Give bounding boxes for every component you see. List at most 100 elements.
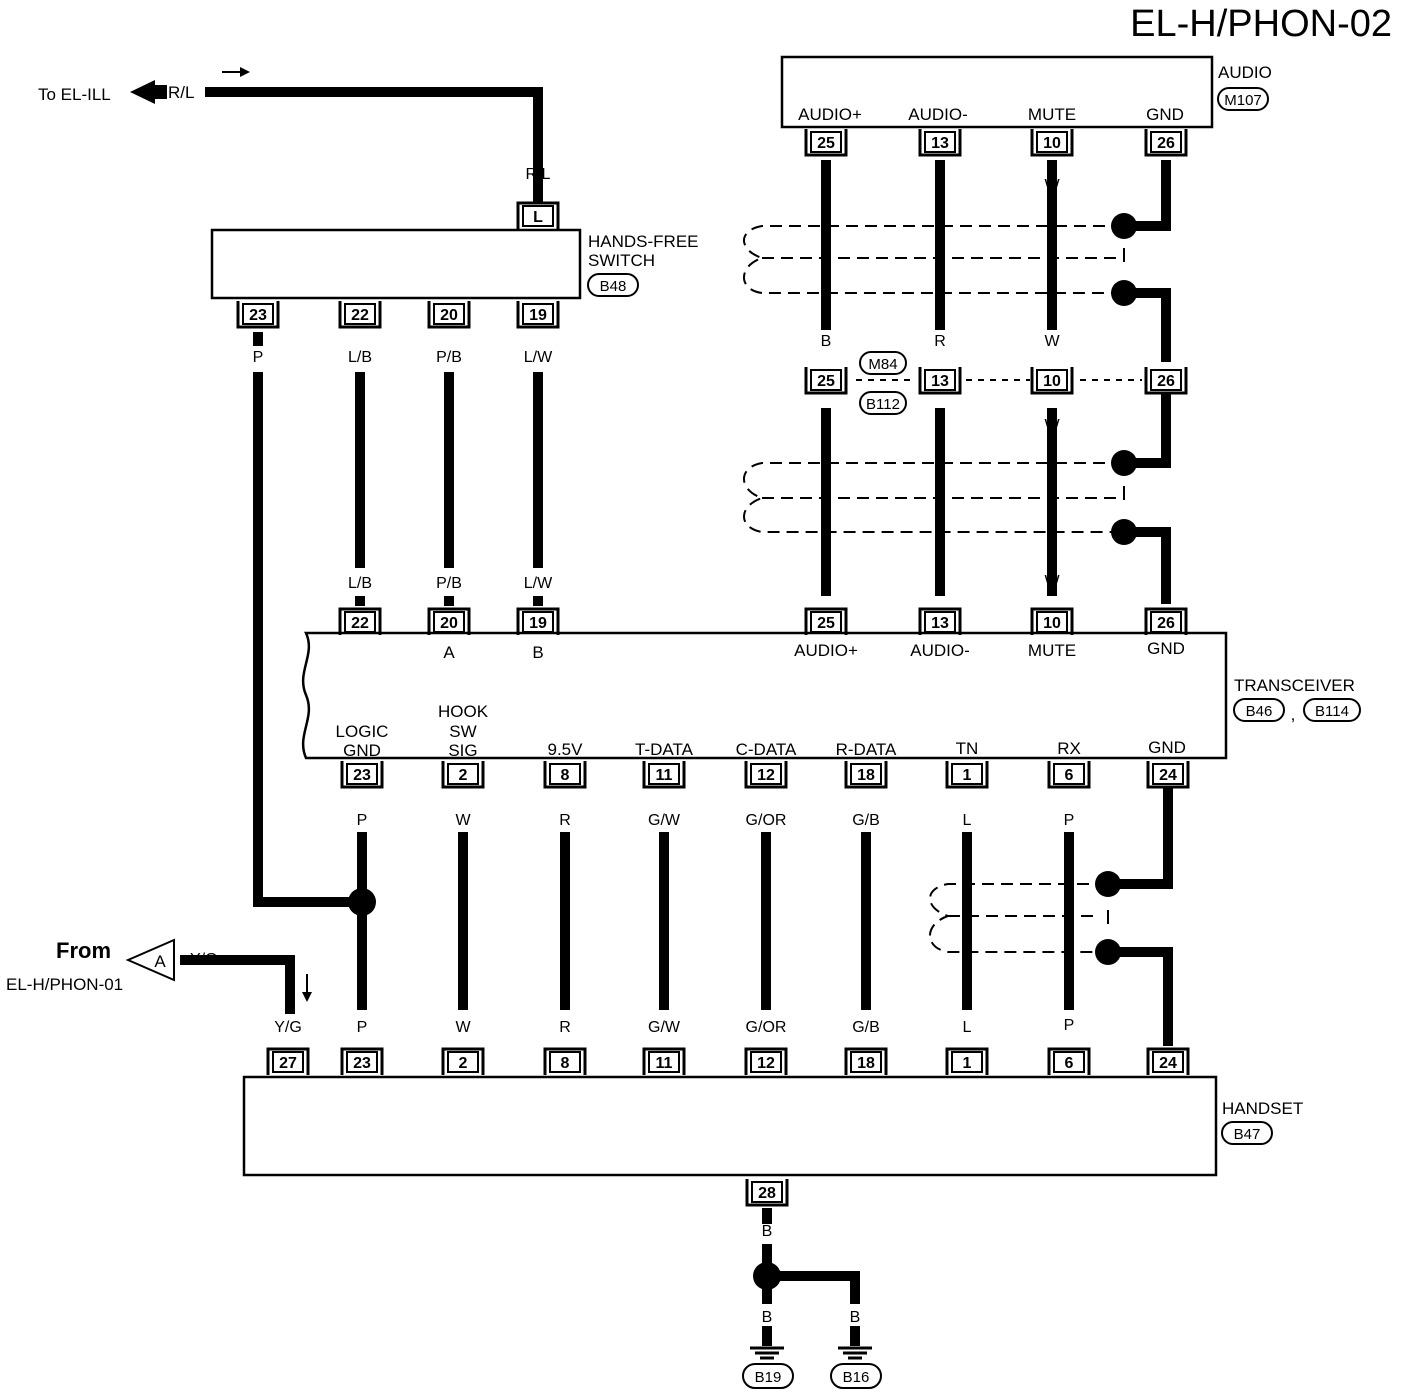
handset-name: HANDSET [1222, 1099, 1303, 1118]
audio-wires-upper [821, 160, 1171, 362]
audio-wires-lower [821, 392, 1171, 604]
wire-color: P [357, 812, 368, 829]
wire-color: L/B [348, 575, 372, 592]
wire-color: W [455, 1019, 471, 1036]
pin-terminal: 23 [236, 301, 280, 329]
pin-number: 22 [351, 615, 369, 632]
ground-code-badge [830, 1363, 882, 1389]
to-wire: R/L [168, 83, 194, 102]
pin-number: 23 [249, 307, 267, 324]
transceiver-pin-label: 9.5V [548, 740, 584, 759]
pin-terminal: 6 [1047, 1047, 1091, 1075]
pin-terminal: 13 [918, 129, 962, 157]
handset-code-badge [1221, 1121, 1273, 1145]
pin-terminal: 13 [918, 607, 962, 635]
handset-code: B47 [1234, 1126, 1261, 1143]
pin-number: 12 [757, 767, 775, 784]
pin-number: 26 [1157, 615, 1175, 632]
from-wire: Y/G [190, 951, 218, 968]
pin-number: 8 [561, 767, 570, 784]
wire-color: P [357, 1019, 368, 1036]
wire-color: W [1044, 177, 1060, 194]
pin-number: 26 [1157, 135, 1175, 152]
pin-number: 10 [1043, 615, 1061, 632]
pin-number: 27 [279, 1055, 297, 1072]
wire-color: B [850, 1309, 861, 1326]
switch-name: SWITCH [588, 251, 655, 270]
pin-number: 6 [1065, 767, 1074, 784]
wire-color: R [559, 1019, 571, 1036]
pin-terminal: 26 [1144, 367, 1188, 395]
pin-terminal: 13 [918, 367, 962, 395]
transceiver-pin-label: GND [1147, 639, 1185, 658]
pin-terminal: 26 [1144, 129, 1188, 157]
wire-color: G/B [852, 1019, 880, 1036]
pin-terminal: 25 [804, 367, 848, 395]
ground-symbol-icon [750, 1346, 872, 1360]
ground-code: B19 [755, 1369, 782, 1386]
pin-terminal: 1 [945, 1047, 989, 1075]
pin-terminal: 11 [642, 761, 686, 789]
joint-code: M84 [868, 356, 897, 373]
switch-name: HANDS-FREE [588, 232, 699, 251]
wire-color: R [934, 177, 946, 194]
pin-terminal: 10 [1030, 367, 1074, 395]
wire-color: L/W [524, 349, 553, 366]
pin-terminal: 18 [844, 761, 888, 789]
pin-terminal: 2 [441, 761, 485, 789]
wire-color: R [934, 573, 946, 590]
pin-terminal: 19 [516, 607, 560, 635]
transceiver-pin-label: GND [343, 741, 381, 760]
wire-color: W [1044, 417, 1060, 434]
transceiver-pin-label: AUDIO- [910, 641, 970, 660]
audio-unit-box [780, 55, 1214, 129]
audio-pin-label: AUDIO- [908, 105, 968, 124]
audio-pin-label: MUTE [1028, 105, 1076, 124]
wire-color: P/B [436, 575, 462, 592]
pin-number: 2 [459, 767, 468, 784]
wire-color: B [821, 573, 832, 590]
pin-number: 20 [440, 307, 458, 324]
wire-color: R [934, 417, 946, 434]
audio-code: M107 [1224, 92, 1262, 109]
page-title: EL-H/PHON-02 [1130, 3, 1392, 45]
audio-pin-label: AUDIO+ [798, 105, 862, 124]
pin-terminal: 12 [744, 1047, 788, 1075]
pin-terminal: 11 [642, 1047, 686, 1075]
from-letter: A [154, 952, 166, 971]
pin-terminal: 18 [844, 1047, 888, 1075]
wire-color: G/B [852, 812, 880, 829]
pin-terminal: 23 [340, 1047, 384, 1075]
pin-number: 11 [656, 767, 673, 784]
pin-number: 1 [963, 767, 972, 784]
pin-terminal: 23 [340, 761, 384, 789]
transceiver-box [301, 631, 1228, 760]
pin-number: 23 [353, 1055, 371, 1072]
transceiver-pin-label: GND [1148, 738, 1186, 757]
wire-color: B [821, 417, 832, 434]
pin-terminal: 20 [427, 607, 471, 635]
wire-color: R/L [526, 166, 551, 183]
transceiver-code-badge [1303, 698, 1361, 722]
pin-terminal: 6 [1047, 761, 1091, 789]
wire-color: P [1064, 1017, 1075, 1034]
pin-number: 6 [1065, 1055, 1074, 1072]
pin-terminal: 10 [1030, 129, 1074, 157]
transceiver-pin-label: HOOK [438, 702, 489, 721]
pin-terminal: 22 [338, 607, 382, 635]
code-separator: , [1291, 705, 1296, 724]
from-label: From [56, 938, 111, 963]
transceiver-pin-label: MUTE [1028, 641, 1076, 660]
pin-number: 11 [656, 1055, 673, 1072]
pin-number: 24 [1159, 767, 1177, 784]
pin-number: 18 [857, 1055, 875, 1072]
ground-code: B16 [843, 1369, 870, 1386]
transceiver-code: B114 [1315, 703, 1349, 720]
switch-code-badge [587, 273, 639, 297]
pin-number: 25 [817, 615, 835, 632]
transceiver-pin-label: B [532, 643, 543, 662]
transceiver-pin-label: SIG [448, 741, 477, 760]
wire-color: L/B [348, 349, 372, 366]
pin-terminal: 2 [441, 1047, 485, 1075]
